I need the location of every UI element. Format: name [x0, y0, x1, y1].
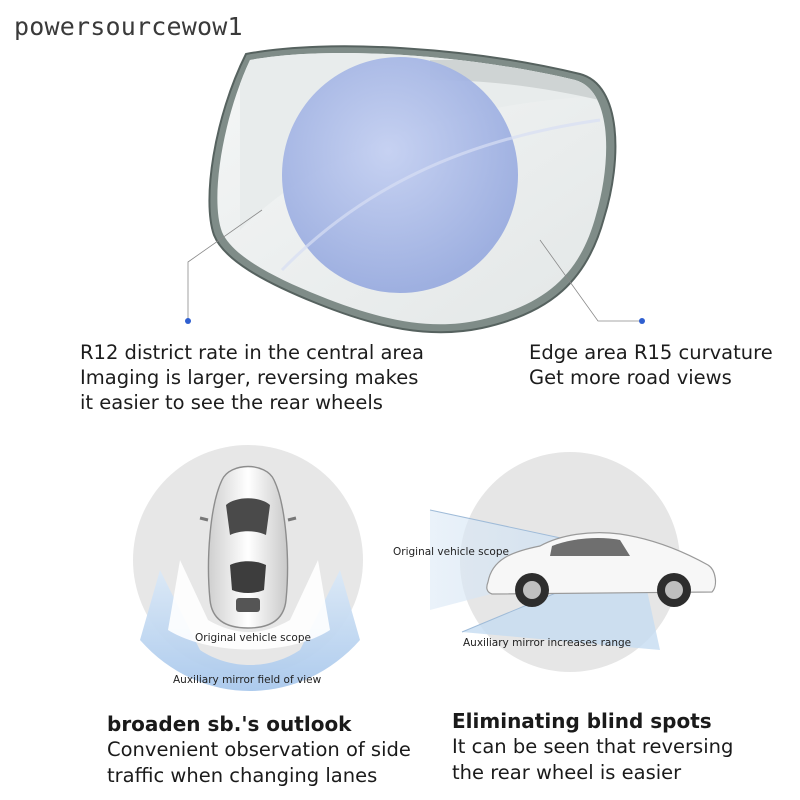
right-caption: Eliminating blind spots It can be seen t… [452, 708, 733, 786]
top-view-diagram [133, 445, 363, 691]
original-scope-label-left: Original vehicle scope [195, 632, 311, 644]
original-scope-label-right: Original vehicle scope [393, 546, 509, 558]
edge-area-callout: Edge area R15 curvature Get more road vi… [529, 340, 773, 390]
central-callout-line1: R12 district rate in the central area [80, 341, 424, 364]
right-caption-line1: It can be seen that reversing [452, 735, 734, 758]
watermark-text: powersourcewow1 [14, 12, 243, 41]
mirror-graphic [208, 45, 617, 334]
central-callout-line3: it easier to see the rear wheels [80, 391, 383, 414]
mirror-field-label: Auxiliary mirror field of view [173, 674, 322, 686]
leader-line-edge [539, 239, 645, 324]
left-caption-line2: traffic when changing lanes [107, 764, 378, 787]
leader-line-central [185, 209, 263, 324]
left-caption-heading: broaden sb.'s outlook [107, 712, 352, 736]
edge-callout-line2: Get more road views [529, 366, 732, 389]
mirror-range-label: Auxiliary mirror increases range [463, 637, 632, 649]
edge-callout-line1: Edge area R15 curvature [529, 341, 773, 364]
side-view-diagram [429, 452, 717, 672]
car-top-icon [199, 465, 297, 629]
right-caption-line2: the rear wheel is easier [452, 761, 682, 784]
central-area-callout: R12 district rate in the central area Im… [80, 340, 424, 415]
car-side-icon [486, 532, 717, 607]
left-caption-line1: Convenient observation of side [107, 738, 411, 761]
left-caption: broaden sb.'s outlook Convenient observa… [107, 711, 411, 789]
right-caption-heading: Eliminating blind spots [452, 709, 712, 733]
central-callout-line2: Imaging is larger, reversing makes [80, 366, 419, 389]
